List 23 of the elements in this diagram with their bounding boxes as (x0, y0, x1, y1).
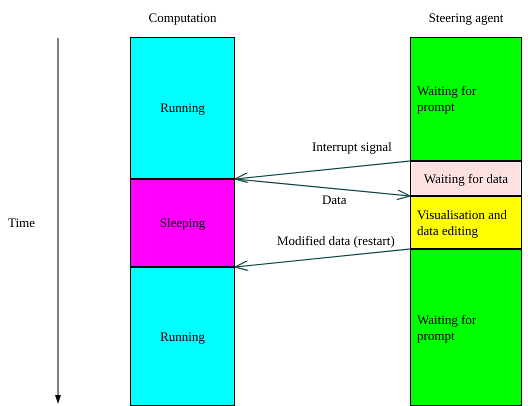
agent-state-block (410, 196, 522, 249)
state-label: Running (160, 328, 205, 344)
axis-label: Time (8, 215, 35, 231)
column-heading: Steering agent (428, 10, 504, 26)
edge-label: Interrupt signal (310, 140, 394, 154)
column-heading: Computation (148, 10, 216, 26)
process-state-block (130, 179, 235, 267)
process-state-block (130, 37, 235, 179)
state-label: Waiting for data (424, 170, 508, 186)
state-label: Waiting for prompt (417, 312, 478, 344)
state-label: Visualisation and data editing (417, 206, 508, 238)
state-label: Sleeping (160, 215, 206, 231)
agent-state-block (410, 37, 522, 161)
message-arrow (234, 160, 410, 184)
edge-label: Data (320, 193, 349, 207)
process-state-block (130, 267, 235, 406)
agent-state-block (410, 249, 522, 406)
message-arrow (234, 248, 410, 272)
agent-state-block (410, 161, 522, 196)
state-label: Waiting for prompt (417, 83, 478, 115)
message-arrow (234, 178, 411, 200)
edge-label: Modified data (restart) (275, 234, 397, 248)
state-label: Running (160, 100, 205, 116)
